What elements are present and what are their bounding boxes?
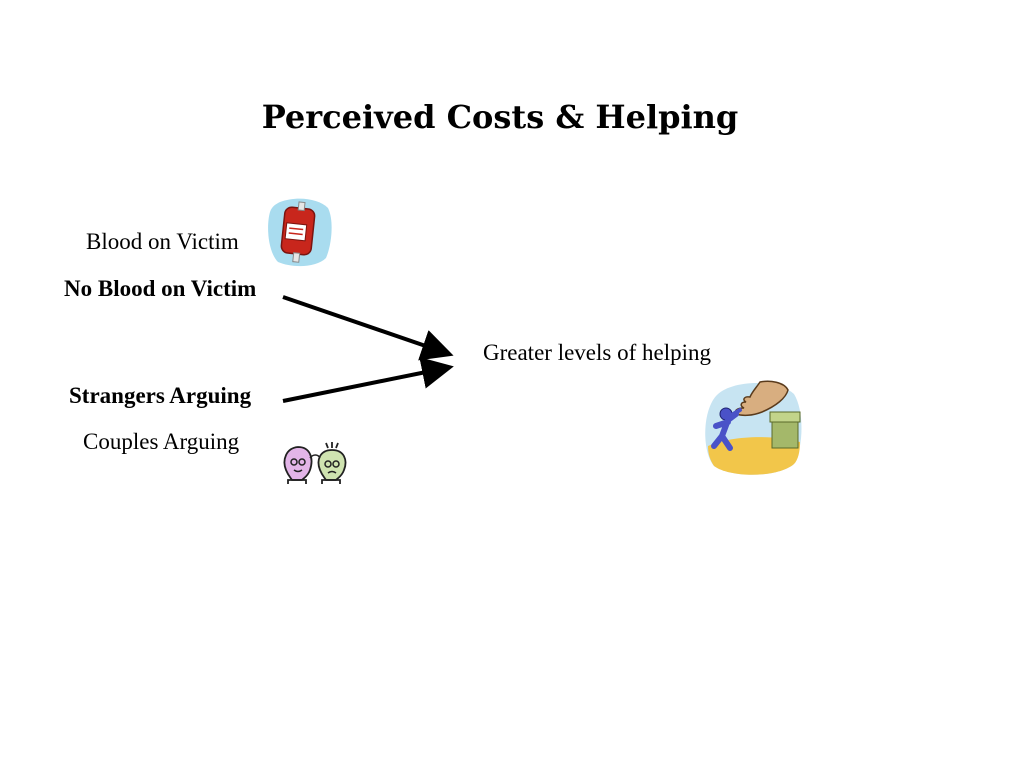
factor-no-blood-on-victim: No Blood on Victim <box>64 276 257 301</box>
outcome-label: Greater levels of helping <box>483 340 711 365</box>
arrow-no-blood-to-helping <box>282 295 454 361</box>
helping-hand-icon <box>700 376 804 478</box>
slide-title: Perceived Costs & Helping <box>261 98 739 136</box>
factor-blood-on-victim: Blood on Victim <box>86 229 239 254</box>
arguing-couple-icon <box>280 440 352 484</box>
factor-couples-arguing: Couples Arguing <box>83 429 240 454</box>
factor-strangers-arguing: Strangers Arguing <box>69 383 252 408</box>
blood-bag-icon <box>266 196 334 268</box>
arrow-strangers-to-helping <box>282 357 454 403</box>
